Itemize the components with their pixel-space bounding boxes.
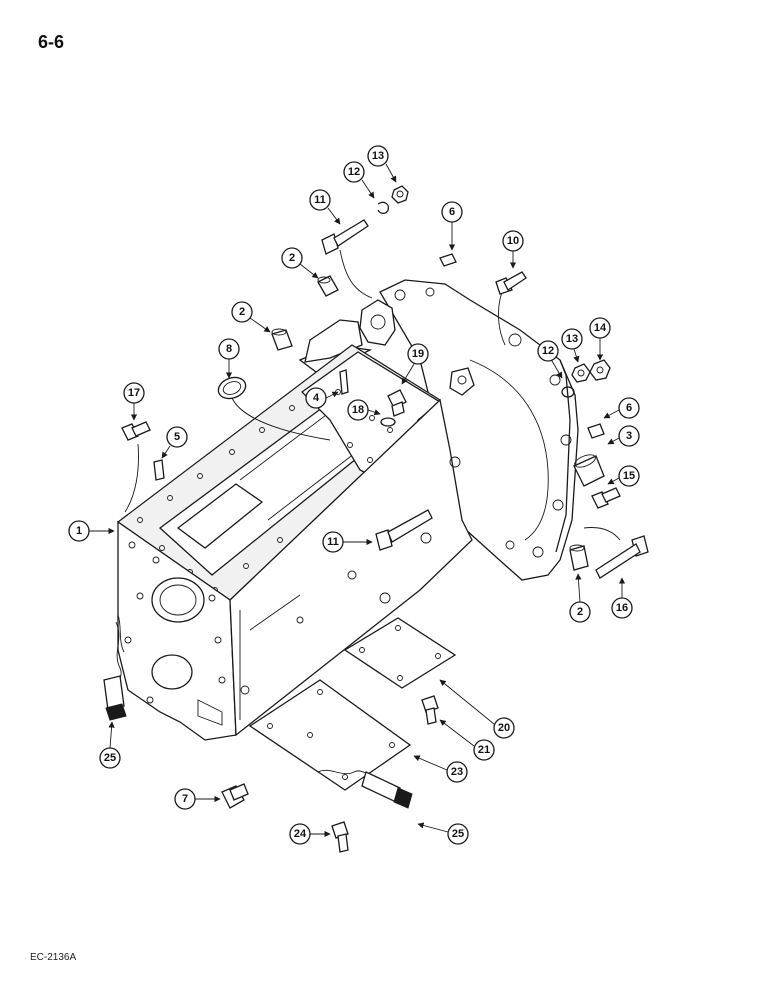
svg-text:2: 2 <box>577 606 583 618</box>
dowel-2-upper-left <box>271 328 293 351</box>
callout-6-right: 6 <box>618 397 640 419</box>
bolt-24 <box>331 821 349 853</box>
callout-11-middle: 11 <box>322 531 344 553</box>
svg-text:25: 25 <box>104 752 116 764</box>
svg-text:17: 17 <box>128 387 140 399</box>
svg-text:21: 21 <box>478 744 490 756</box>
dipstick-25-bottom <box>317 769 413 809</box>
callout-5: 5 <box>166 426 188 448</box>
callout-20: 20 <box>493 717 515 739</box>
nut-13-top <box>391 185 409 204</box>
figure-code: EC-2136A <box>30 952 77 963</box>
svg-text:2: 2 <box>239 306 245 318</box>
bolt-21 <box>421 695 439 725</box>
callout-23: 23 <box>446 761 468 783</box>
callout-17: 17 <box>123 382 145 404</box>
callout-13-top: 13 <box>367 145 389 167</box>
bolt-17 <box>121 421 151 441</box>
callout-16: 16 <box>611 597 633 619</box>
nut-14 <box>589 359 611 381</box>
callout-13-right: 13 <box>561 328 583 350</box>
callout-12-top: 12 <box>343 161 365 183</box>
svg-text:3: 3 <box>626 430 632 442</box>
svg-text:7: 7 <box>182 793 188 805</box>
svg-text:10: 10 <box>507 235 519 247</box>
svg-text:4: 4 <box>313 392 320 404</box>
pin-6-right <box>587 423 605 439</box>
callout-19: 19 <box>407 343 429 365</box>
callout-3: 3 <box>618 425 640 447</box>
svg-text:5: 5 <box>174 431 180 443</box>
callout-4: 4 <box>305 387 327 409</box>
svg-text:8: 8 <box>226 343 232 355</box>
callout-21: 21 <box>473 739 495 761</box>
svg-text:6: 6 <box>626 402 632 414</box>
dowel-2-top <box>317 275 339 297</box>
svg-text:14: 14 <box>594 322 607 334</box>
svg-text:12: 12 <box>348 166 360 178</box>
svg-text:13: 13 <box>566 333 578 345</box>
seal-ring-8 <box>217 376 247 400</box>
callout-2-upper-left: 2 <box>231 301 253 323</box>
svg-text:15: 15 <box>623 470 635 482</box>
callout-7: 7 <box>174 788 196 810</box>
bolt-16 <box>595 535 649 579</box>
svg-text:25: 25 <box>452 828 464 840</box>
svg-text:12: 12 <box>542 345 554 357</box>
pin-6-top <box>439 253 457 267</box>
callout-12-right: 12 <box>537 340 559 362</box>
callout-10: 10 <box>502 230 524 252</box>
nut-13-right <box>571 363 591 383</box>
washer-12-top <box>377 201 390 215</box>
callout-18: 18 <box>347 399 369 421</box>
washer-12-right <box>561 386 575 398</box>
bolt-10 <box>495 271 527 295</box>
callout-8: 8 <box>218 338 240 360</box>
svg-text:23: 23 <box>451 766 463 778</box>
callout-15: 15 <box>618 465 640 487</box>
loose-parts <box>103 185 649 853</box>
svg-text:6: 6 <box>449 206 455 218</box>
transmission-housing <box>116 279 579 741</box>
bolt-11-top <box>321 219 369 255</box>
svg-text:20: 20 <box>498 722 510 734</box>
svg-text:11: 11 <box>314 194 326 206</box>
callout-6-top: 6 <box>441 201 463 223</box>
callout-2-top: 2 <box>281 247 303 269</box>
callout-24: 24 <box>289 823 311 845</box>
dipstick-25-left <box>103 621 127 721</box>
callout-25-left: 25 <box>99 747 121 769</box>
callout-1: 1 <box>68 520 90 542</box>
callout-25-bottom: 25 <box>447 823 469 845</box>
pin-5 <box>153 459 165 481</box>
cover-plate-20 <box>343 617 457 689</box>
callout-14: 14 <box>589 317 611 339</box>
callout-11-top: 11 <box>309 189 331 211</box>
svg-text:1: 1 <box>76 525 82 537</box>
plug-19 <box>387 389 407 417</box>
svg-text:19: 19 <box>412 348 424 360</box>
leader-lines <box>89 163 626 838</box>
svg-text:11: 11 <box>327 536 339 548</box>
bolt-15 <box>591 487 621 509</box>
svg-text:18: 18 <box>352 404 364 416</box>
sleeve-3 <box>573 454 605 487</box>
pin-4 <box>339 369 349 395</box>
washer-18 <box>380 417 396 427</box>
svg-text:13: 13 <box>372 150 384 162</box>
plug-7 <box>221 783 249 809</box>
dowel-2-lower-right <box>569 544 589 571</box>
svg-text:16: 16 <box>616 602 628 614</box>
page-number: 6-6 <box>38 32 65 52</box>
svg-text:24: 24 <box>294 828 307 840</box>
callouts: 13 12 11 6 10 2 2 8 <box>68 145 640 845</box>
cover-plate-23 <box>248 679 412 791</box>
bolt-11-middle <box>375 509 433 551</box>
callout-2-lower-right: 2 <box>569 601 591 623</box>
svg-text:2: 2 <box>289 252 295 264</box>
